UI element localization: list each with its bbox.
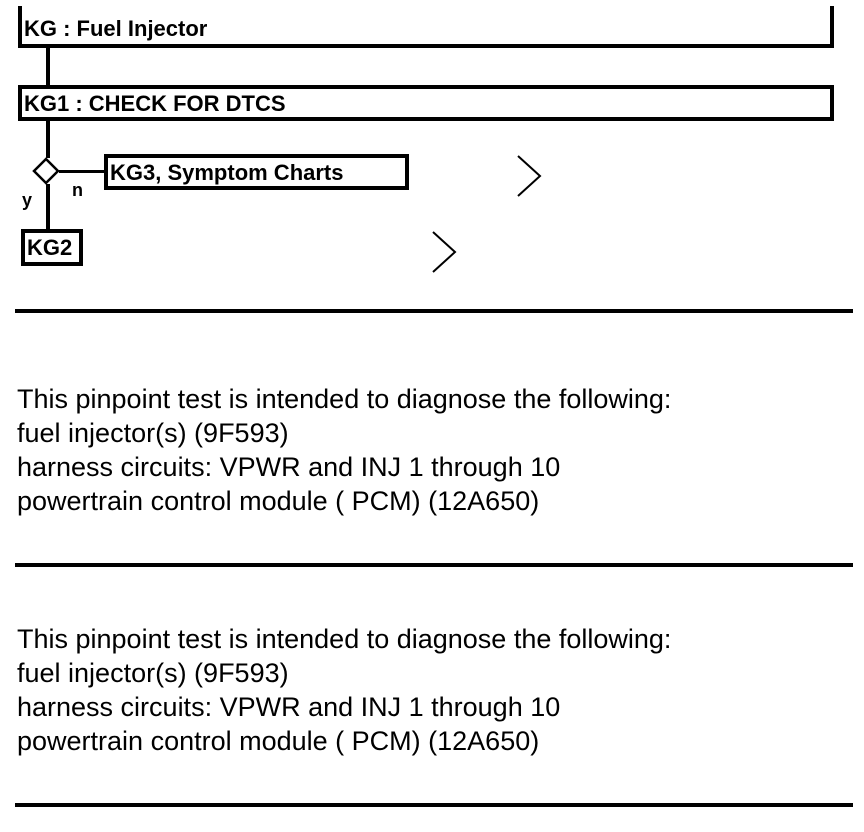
no-label: n: [72, 180, 83, 200]
connector-no-branch: [59, 170, 105, 173]
chevron-right-icon[interactable]: [425, 230, 465, 274]
no-branch-box-kg3[interactable]: KG3, Symptom Charts: [104, 154, 409, 190]
step-box-kg1-label: KG1 : CHECK FOR DTCS: [24, 91, 286, 116]
description-section: This pinpoint test is intended to diagno…: [17, 382, 671, 518]
yes-branch-box-kg2-label: KG2: [27, 235, 73, 260]
step-box-kg1[interactable]: KG1 : CHECK FOR DTCS: [18, 85, 834, 121]
connector-kg1-to-decision: [46, 121, 50, 158]
description-line: harness circuits: VPWR and INJ 1 through…: [17, 692, 561, 722]
connector-title-to-kg1: [46, 48, 50, 85]
connector-yes-branch: [46, 184, 50, 229]
divider: [15, 803, 853, 807]
yes-branch-box-kg2[interactable]: KG2: [21, 229, 83, 266]
description-line: powertrain control module ( PCM) (12A650…: [17, 726, 540, 756]
decision-diamond: [32, 157, 60, 185]
description-line: fuel injector(s) (9F593): [17, 418, 289, 448]
description-line: fuel injector(s) (9F593): [17, 658, 289, 688]
divider: [15, 309, 853, 313]
yes-label: y: [22, 190, 33, 210]
description-section: This pinpoint test is intended to diagno…: [17, 622, 671, 758]
description-line: powertrain control module ( PCM) (12A650…: [17, 486, 540, 516]
description-line: This pinpoint test is intended to diagno…: [17, 384, 672, 414]
divider: [15, 563, 853, 567]
title-box[interactable]: KG : Fuel Injector: [18, 6, 834, 48]
flowchart: KG : Fuel Injector KG1 : CHECK FOR DTCS …: [0, 0, 864, 300]
title-box-label: KG : Fuel Injector: [24, 16, 208, 41]
chevron-right-icon[interactable]: [510, 154, 550, 198]
description-line: This pinpoint test is intended to diagno…: [17, 624, 672, 654]
no-branch-box-kg3-label: KG3, Symptom Charts: [110, 160, 344, 185]
description-line: harness circuits: VPWR and INJ 1 through…: [17, 452, 561, 482]
